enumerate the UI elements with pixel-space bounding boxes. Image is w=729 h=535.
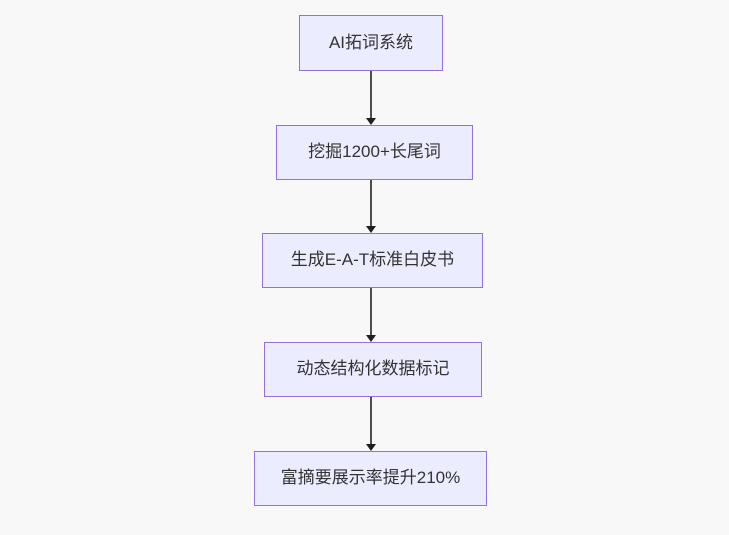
flowchart-node-structured-data-markup: 动态结构化数据标记 bbox=[264, 342, 482, 397]
node-label: 生成E-A-T标准白皮书 bbox=[290, 250, 455, 270]
arrowhead-down-icon bbox=[366, 335, 376, 342]
arrowhead-down-icon bbox=[366, 444, 376, 451]
edge-line bbox=[370, 180, 372, 226]
edge-line bbox=[370, 71, 372, 118]
flowchart-node-eat-whitepaper: 生成E-A-T标准白皮书 bbox=[262, 233, 483, 288]
node-label: 挖掘1200+长尾词 bbox=[308, 142, 441, 162]
node-label: 富摘要展示率提升210% bbox=[280, 468, 461, 488]
flowchart-node-ai-word-expansion: AI拓词系统 bbox=[299, 15, 443, 71]
edge-a-to-b bbox=[366, 71, 376, 125]
arrowhead-down-icon bbox=[366, 118, 376, 125]
edge-line bbox=[370, 288, 372, 335]
node-label: 动态结构化数据标记 bbox=[296, 359, 450, 379]
edge-c-to-d bbox=[366, 288, 376, 342]
flowchart-node-longtail-mining: 挖掘1200+长尾词 bbox=[276, 125, 473, 180]
edge-line bbox=[370, 397, 372, 444]
edge-b-to-c bbox=[366, 180, 376, 233]
edge-d-to-e bbox=[366, 397, 376, 451]
flowchart-node-rich-snippet-result: 富摘要展示率提升210% bbox=[254, 451, 487, 506]
node-label: AI拓词系统 bbox=[328, 32, 414, 52]
arrowhead-down-icon bbox=[366, 226, 376, 233]
